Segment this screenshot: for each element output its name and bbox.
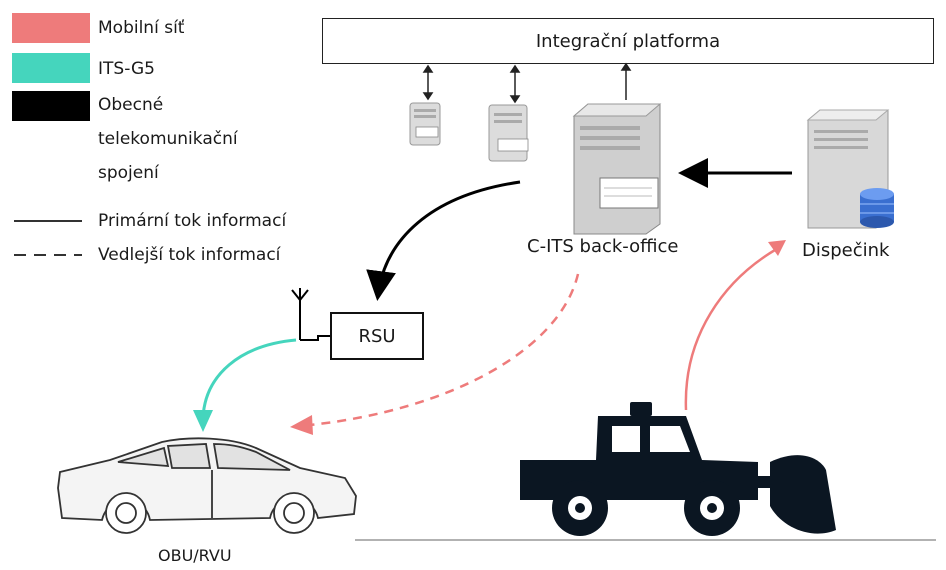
dispatch-server-icon <box>806 109 894 229</box>
backoffice-to-rsu-arrow <box>366 180 521 301</box>
legend-label-secondary: Vedlejší tok informací <box>98 245 281 265</box>
rsu-to-car-arrow <box>201 338 297 419</box>
database-icon <box>860 188 894 228</box>
backoffice-server-icon <box>572 103 662 235</box>
backoffice-to-car-arrowhead <box>290 415 313 435</box>
plow-to-dispatch-arrowhead <box>768 240 786 256</box>
legend-label-itsg5: ITS-G5 <box>98 59 155 79</box>
legend-label-primary: Primární tok informací <box>98 211 287 231</box>
rsu-to-car-arrowhead <box>193 410 213 432</box>
legend-label-mobile: Mobilní síť <box>98 18 185 38</box>
legend-label-general-1: Obecné <box>98 95 164 115</box>
server-icon <box>409 102 441 146</box>
legend-swatch-itsg5 <box>12 53 90 83</box>
plow-to-dispatch-arrow <box>684 248 776 411</box>
dispatch-label: Dispečink <box>802 240 890 261</box>
rsu-label: RSU <box>358 325 396 347</box>
car-icon <box>57 437 357 534</box>
integration-platform-box: Integrační platforma <box>322 18 934 64</box>
backoffice-label: C-ITS back-office <box>527 236 679 257</box>
integration-platform-label: Integrační platforma <box>535 30 721 52</box>
platform-link-2 <box>509 64 521 104</box>
obu-label: OBU/RVU <box>158 546 232 565</box>
platform-link-3 <box>620 62 632 100</box>
antenna-icon <box>291 288 330 341</box>
platform-link-1 <box>422 64 434 101</box>
legend-label-general-2: telekomunikační <box>98 129 238 149</box>
rsu-box: RSU <box>330 312 424 360</box>
legend-swatch-general <box>12 91 90 121</box>
legend-swatch-mobile <box>12 13 90 43</box>
backoffice-to-car-dashed-arrow <box>309 273 580 427</box>
server-icon <box>488 104 529 162</box>
snowplow-icon <box>520 402 836 536</box>
legend-label-general-3: spojení <box>98 163 159 183</box>
